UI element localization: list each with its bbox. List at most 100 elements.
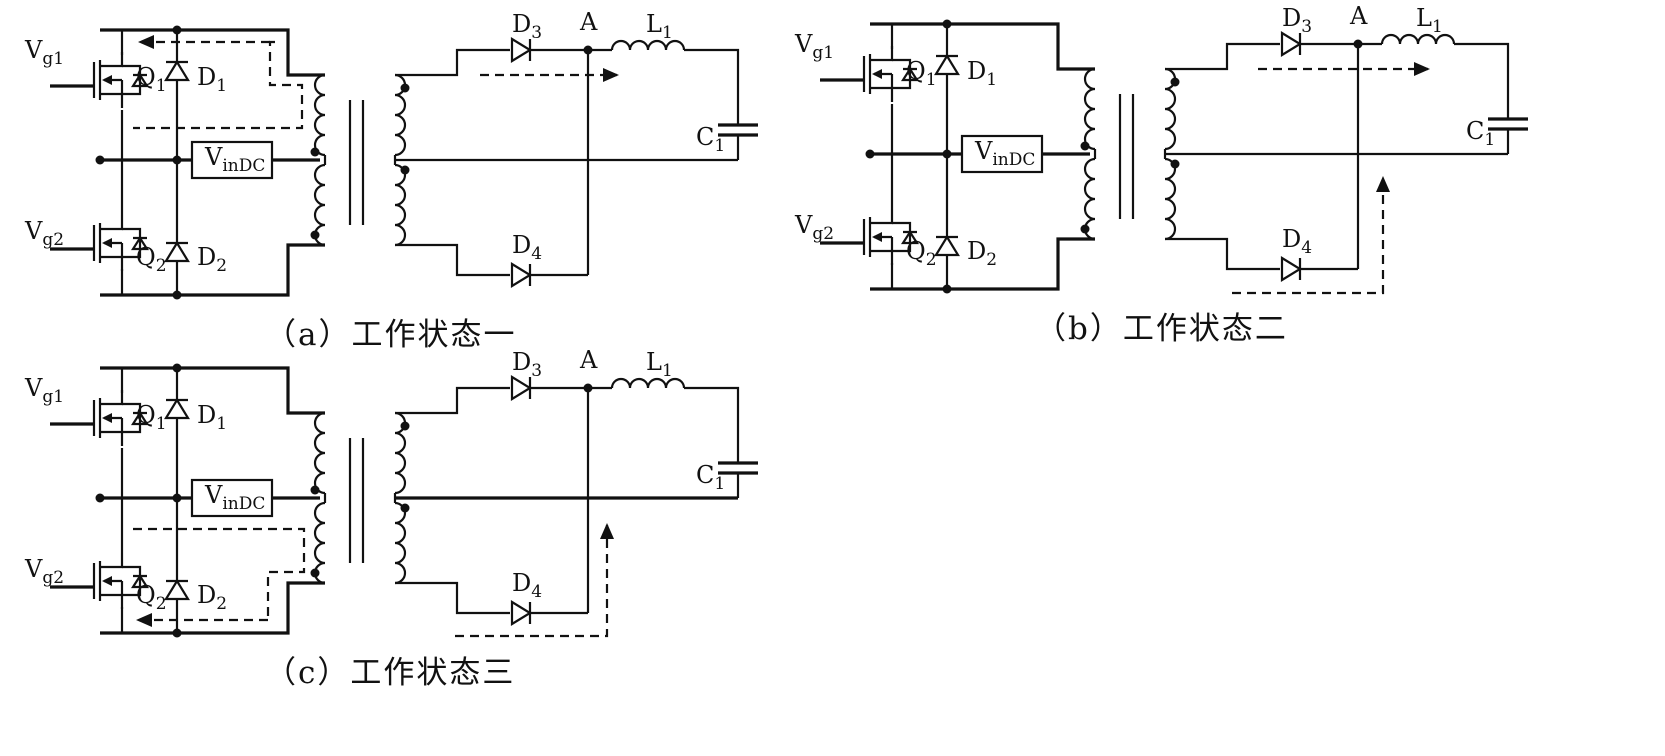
current-arrow-freewheel [455, 523, 614, 638]
junction-dot [172, 628, 182, 638]
vg1-label: Vg1 [24, 36, 64, 69]
diode-symbol [164, 240, 190, 263]
bottom-rail [100, 243, 325, 297]
body-diode-lead [892, 58, 912, 90]
vindc-source-box [190, 140, 274, 180]
capacitor-c1 [718, 123, 758, 137]
junction-dot [95, 155, 105, 165]
l1-label: L1 [1416, 4, 1443, 37]
q1-label: Q1 [136, 401, 167, 434]
body-diode-lead [892, 221, 912, 253]
mosfet-source-lead [100, 430, 124, 446]
secondary-coil-lower [394, 501, 407, 585]
q2-label: Q2 [136, 581, 167, 614]
mosfet-drain-lead [870, 46, 894, 62]
mosfet-q1 [50, 52, 150, 108]
d3-label: D3 [512, 348, 542, 381]
d4-anode-wire [395, 581, 510, 615]
q1-label: Q1 [136, 63, 167, 96]
d4-label: D4 [512, 569, 542, 602]
current-path-primary [133, 40, 304, 130]
d2-label: D2 [197, 581, 227, 614]
current-arrow-freewheel [1232, 176, 1390, 295]
caption-a: （a）工作状态一 [265, 317, 516, 353]
caption-c: （c）工作状态三 [265, 655, 515, 691]
vg2-label: Vg2 [794, 211, 834, 244]
body-diode-lead [122, 227, 142, 259]
diode-symbol [510, 262, 533, 288]
d3-anode-wire [1165, 42, 1280, 71]
vindc-label: VinDC [204, 143, 265, 176]
inductor-l1 [610, 39, 686, 51]
d1-label: D1 [967, 57, 997, 90]
junction-dot [1170, 77, 1180, 87]
body-diode-symbol [130, 235, 150, 251]
junction-dot [942, 19, 952, 29]
junction-dot [400, 165, 410, 175]
node-a-label: A [579, 346, 598, 374]
junction-dot [942, 149, 952, 159]
d3-label: D3 [512, 10, 542, 43]
top-rail [100, 28, 325, 77]
d4-label: D4 [512, 231, 542, 264]
c1-label: C1 [696, 123, 725, 156]
diode-d4 [510, 262, 533, 288]
diode-d2 [164, 578, 190, 601]
mosfet-q2 [50, 553, 150, 609]
mosfet-drain-lead [100, 52, 124, 68]
junction-dot [1080, 224, 1090, 234]
diode-symbol [1280, 256, 1303, 282]
vg2-label: Vg2 [24, 217, 64, 250]
vg1-label: Vg1 [24, 374, 64, 407]
diode-d3 [510, 37, 533, 63]
d1-label: D1 [197, 63, 227, 96]
d1-label: D1 [197, 401, 227, 434]
diode-d3 [1280, 31, 1303, 57]
d2-label: D2 [967, 237, 997, 270]
capacitor-c1 [718, 461, 758, 475]
d2-label: D2 [197, 243, 227, 276]
diode-symbol [934, 234, 960, 257]
diode-symbol [164, 59, 190, 82]
l1-label: L1 [646, 348, 673, 381]
body-diode-symbol [130, 573, 150, 589]
primary-coil-upper [313, 73, 326, 157]
q2-label: Q2 [906, 237, 937, 270]
junction-dot [400, 421, 410, 431]
d4-anode-wire [395, 243, 510, 277]
mosfet-drain-lead [100, 390, 124, 406]
d3-label: D3 [1282, 4, 1312, 37]
diode-symbol [510, 375, 533, 401]
vindc-label: VinDC [204, 481, 265, 514]
diode-d2 [164, 240, 190, 263]
current-path-primary [133, 527, 306, 620]
junction-dot [310, 568, 320, 578]
junction-dot [1170, 159, 1180, 169]
diode-d1 [934, 53, 960, 76]
vindc-source-box [960, 134, 1044, 174]
body-diode-symbol [130, 72, 150, 88]
mosfet-source-lead [100, 255, 124, 271]
diode-d2 [934, 234, 960, 257]
junction-dot [310, 147, 320, 157]
bottom-rail [100, 581, 325, 635]
diode-symbol [164, 397, 190, 420]
junction-dot [310, 230, 320, 240]
body-diode-lead [122, 565, 142, 597]
junction-dot [172, 363, 182, 373]
mosfet-source-lead [100, 92, 124, 108]
inductor-l1 [610, 377, 686, 389]
diode-symbol [164, 578, 190, 601]
diode-d4 [510, 600, 533, 626]
mosfet-drain-lead [100, 215, 124, 231]
junction-dot [400, 503, 410, 513]
secondary-coil-lower [1164, 157, 1177, 241]
mosfet-q1 [820, 46, 920, 102]
primary-coil-lower [313, 501, 326, 585]
node-a-label: A [1349, 2, 1368, 30]
mosfet-drain-lead [100, 553, 124, 569]
